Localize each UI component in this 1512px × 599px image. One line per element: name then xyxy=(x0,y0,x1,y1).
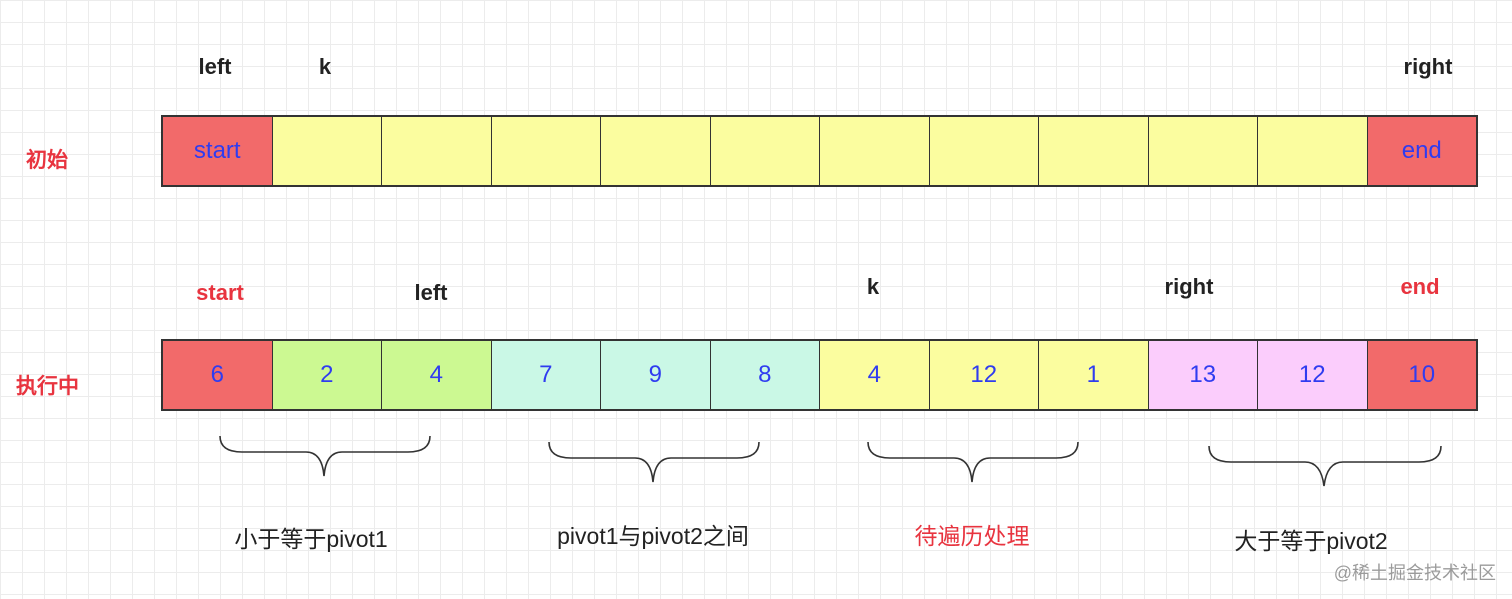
pointer-right-running: right xyxy=(1164,274,1214,299)
array-cell xyxy=(1039,117,1149,185)
array-initial: start end xyxy=(161,115,1478,187)
array-cell: 6 xyxy=(163,341,273,409)
array-cell xyxy=(601,117,711,185)
pointer-end-running: end xyxy=(1400,274,1440,299)
pointer-k-running: k xyxy=(866,274,880,299)
array-cell: 12 xyxy=(1258,341,1368,409)
caption-less-equal-pivot1: 小于等于pivot1 xyxy=(234,526,388,552)
pointer-right-initial: right xyxy=(1403,54,1453,79)
caption-between-pivots: pivot1与pivot2之间 xyxy=(557,523,749,549)
array-cell: 7 xyxy=(491,341,601,409)
brace-between-pivots xyxy=(548,441,760,483)
array-cell: 2 xyxy=(272,341,382,409)
array-cell: 4 xyxy=(820,341,930,409)
pointer-left-initial: left xyxy=(198,54,232,79)
array-cell: 8 xyxy=(710,341,820,409)
caption-to-process: 待遍历处理 xyxy=(914,523,1030,549)
array-cell xyxy=(710,117,820,185)
row-title-initial: 初始 xyxy=(26,149,68,172)
watermark: @稀土掘金技术社区 xyxy=(1333,563,1496,583)
array-cell: end xyxy=(1367,117,1476,185)
array-cell: 13 xyxy=(1148,341,1258,409)
array-cell xyxy=(382,117,492,185)
array-cell: start xyxy=(163,117,273,185)
array-cell xyxy=(272,117,382,185)
array-cell: 12 xyxy=(929,341,1039,409)
array-cell xyxy=(929,117,1039,185)
array-cell: 1 xyxy=(1039,341,1149,409)
array-cell xyxy=(1148,117,1258,185)
brace-to-process xyxy=(867,441,1079,483)
array-cell xyxy=(491,117,601,185)
array-cell: 4 xyxy=(382,341,492,409)
row-title-running: 执行中 xyxy=(16,375,79,398)
array-cell xyxy=(1258,117,1368,185)
brace-greater-equal-pivot2 xyxy=(1208,445,1442,487)
array-cell xyxy=(820,117,930,185)
pointer-start-running: start xyxy=(196,280,244,305)
array-cell: 9 xyxy=(601,341,711,409)
caption-greater-equal-pivot2: 大于等于pivot2 xyxy=(1234,528,1388,554)
pointer-k-initial: k xyxy=(318,54,332,79)
pointer-left-running: left xyxy=(414,280,448,305)
brace-less-equal-pivot1 xyxy=(219,435,431,477)
array-cell: 10 xyxy=(1367,341,1476,409)
